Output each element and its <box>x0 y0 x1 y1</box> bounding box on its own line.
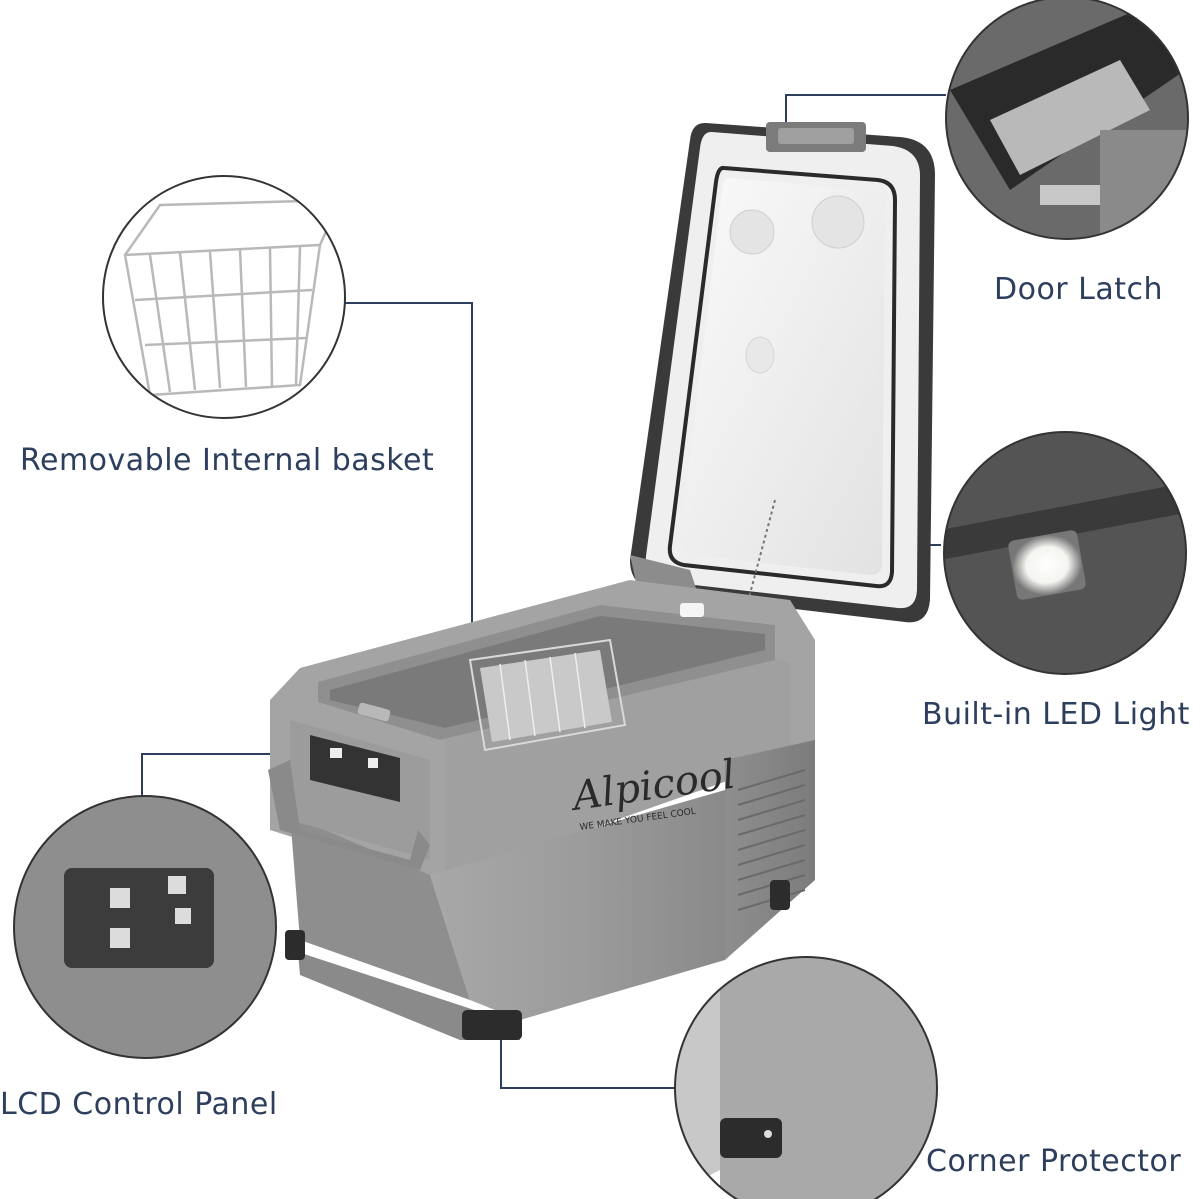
lcd-panel-detail-circle <box>13 795 277 1059</box>
basket-label: Removable Internal basket <box>20 443 435 478</box>
open-lid <box>630 122 935 651</box>
led-light-label: Built-in LED Light <box>922 697 1190 732</box>
led-light-detail-circle <box>943 431 1187 675</box>
door-latch-label: Door Latch <box>994 272 1164 307</box>
corner-protectors <box>285 880 790 1040</box>
fridge-body: Alpicool WE MAKE YOU FEEL COOL <box>268 580 815 1040</box>
corner-protector-label: Corner Protector <box>926 1144 1182 1179</box>
lcd-panel-label: LCD Control Panel <box>0 1087 278 1122</box>
corner-protector-detail-circle <box>674 956 938 1199</box>
basket-detail-circle <box>102 175 346 419</box>
door-latch-detail-circle <box>945 0 1189 240</box>
